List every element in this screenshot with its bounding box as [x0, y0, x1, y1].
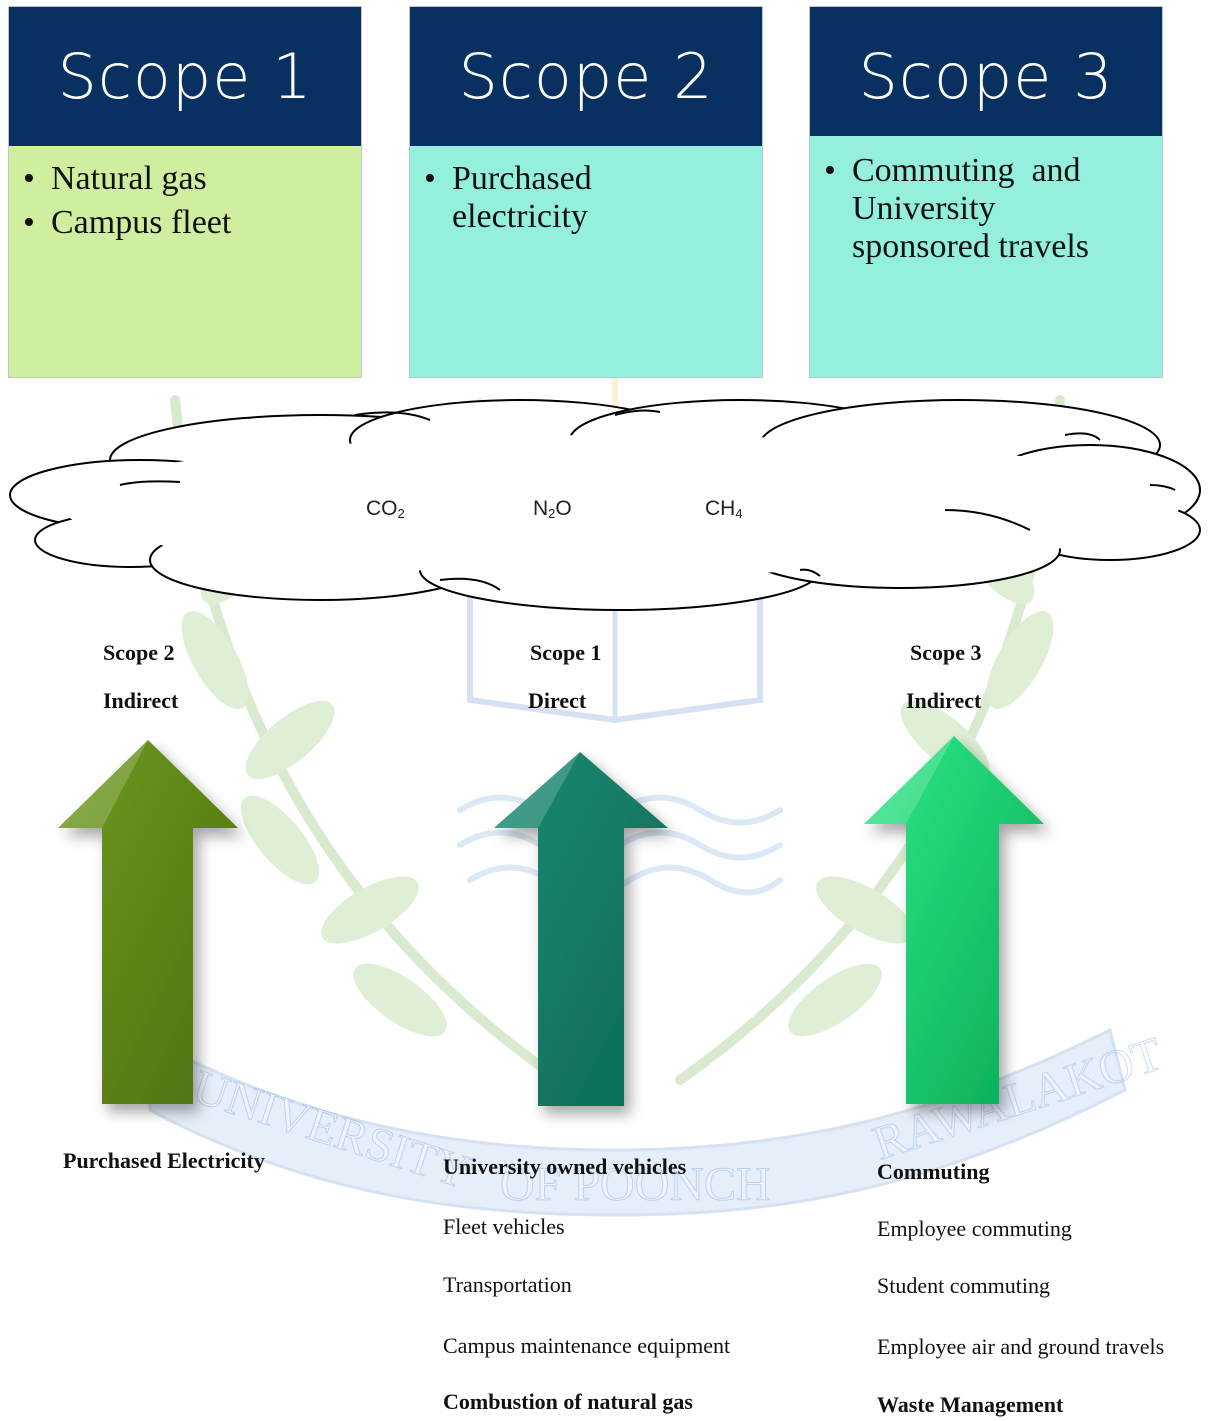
scope-2-item: Purchased electricity [424, 160, 654, 236]
arrow-middle-scope-label: Scope 1 [530, 640, 602, 665]
gas-ch4-sub: 4 [735, 506, 743, 521]
scope-arrows [58, 736, 1044, 1106]
gas-co2: CO2 [366, 497, 405, 521]
scope-3-card: Scope 3 Commuting and University sponsor… [810, 7, 1162, 377]
scope3-source-item: Employee air and ground travels [877, 1334, 1165, 1359]
scope-3-list: Commuting and University sponsored trave… [824, 152, 1124, 272]
scope-3-item: Commuting and University sponsored trave… [824, 152, 1124, 266]
scope3-source-item: Employee commuting [877, 1216, 1072, 1241]
scope-1-title: Scope 1 [9, 7, 361, 146]
scope2-source-heading: Purchased Electricity [63, 1148, 265, 1173]
gas-co2-sub: 2 [397, 506, 405, 521]
scope-1-item: Campus fleet [23, 204, 351, 242]
scope3-source-heading: Commuting [877, 1159, 990, 1184]
gas-n2o-tail: O [555, 497, 572, 520]
scope1-source-heading-2: Combustion of natural gas [443, 1389, 693, 1414]
scope-2-list: Purchased electricity [424, 160, 654, 242]
scope3-source-item: Student commuting [877, 1273, 1050, 1298]
scope-2-body: Purchased electricity [410, 146, 762, 377]
arrow-scope-3 [864, 736, 1044, 1104]
emissions-cloud [9, 399, 1201, 611]
gas-co2-main: CO [366, 497, 398, 520]
gas-n2o-main: N [533, 497, 549, 520]
scope-3-title: Scope 3 [810, 7, 1162, 136]
scope1-source-heading: University owned vehicles [443, 1154, 687, 1179]
arrow-left-scope-label: Scope 2 [103, 640, 175, 665]
gas-n2o: N2O [533, 497, 572, 521]
scope1-source-item: Transportation [443, 1272, 572, 1297]
scope-1-list: Natural gas Campus fleet [23, 160, 351, 248]
scope-1-item: Natural gas [23, 160, 351, 198]
scope-3-body: Commuting and University sponsored trave… [810, 136, 1162, 377]
scope-2-card: Scope 2 Purchased electricity [410, 7, 762, 377]
arrow-right-scope-label: Scope 3 [910, 640, 982, 665]
scope1-source-item: Fleet vehicles [443, 1214, 565, 1239]
gas-ch4-main: CH [705, 497, 736, 520]
scope3-source-heading-2: Waste Management [877, 1392, 1064, 1417]
arrow-left-type-label: Indirect [103, 688, 179, 713]
gas-ch4: CH4 [705, 497, 743, 521]
arrow-right-type-label: Indirect [906, 688, 982, 713]
scope-1-body: Natural gas Campus fleet [9, 146, 361, 377]
scope-2-title: Scope 2 [410, 7, 762, 146]
scope-1-card: Scope 1 Natural gas Campus fleet [9, 7, 361, 377]
arrow-scope-2 [58, 740, 238, 1104]
arrow-middle-type-label: Direct [528, 688, 587, 713]
gas-n2o-sub: 2 [548, 506, 556, 521]
watermark-middle-text: OF POONCH [500, 1158, 771, 1211]
arrow-scope-1 [494, 752, 668, 1106]
scope1-source-item: Campus maintenance equipment [443, 1333, 731, 1358]
